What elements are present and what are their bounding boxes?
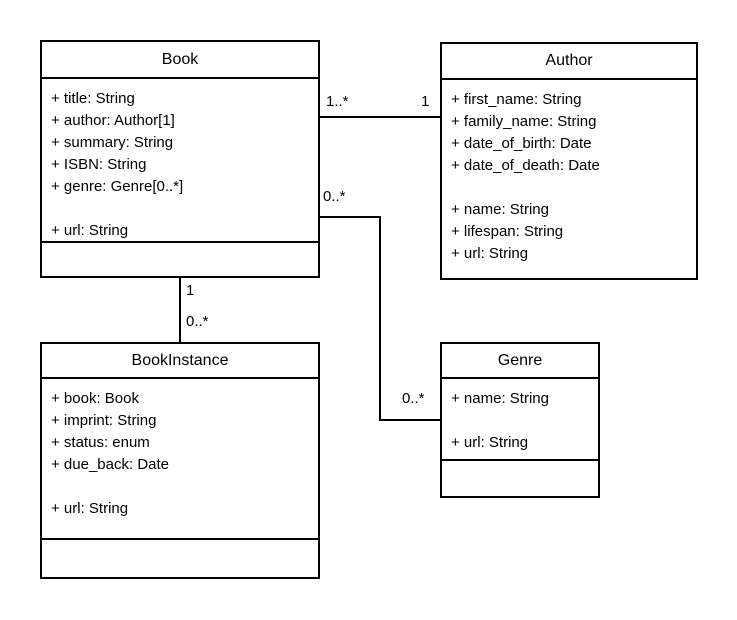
attribute-line: + url: String	[51, 500, 129, 517]
methods-compartment-bookinstance	[42, 538, 318, 577]
attributes-compartment-author: + first_name: String + family_name: Stri…	[442, 80, 696, 278]
association-line-book-author	[320, 116, 440, 118]
association-line-book-genre-segment-1	[318, 216, 381, 218]
attribute-line: + book: Book	[51, 390, 139, 407]
attribute-line: + status: enum	[51, 434, 150, 451]
class-title-genre: Genre	[442, 344, 598, 379]
attribute-line: + author: Author[1]	[51, 112, 175, 129]
association-line-book-genre-segment-3	[379, 419, 441, 421]
attribute-line-spacer	[51, 476, 312, 498]
attribute-line: + summary: String	[51, 134, 174, 151]
attribute-line: + date_of_death: Date	[451, 157, 600, 174]
multiplicity-book-genre-genre-end: 0..*	[402, 390, 425, 407]
attribute-line: + name: String	[451, 390, 549, 407]
class-box-book: Book + title: String + author: Author[1]…	[40, 40, 320, 278]
attribute-line: + ISBN: String	[51, 156, 147, 173]
methods-compartment-genre	[442, 459, 598, 496]
class-title-bookinstance: BookInstance	[42, 344, 318, 379]
class-box-bookinstance: BookInstance + book: Book + imprint: Str…	[40, 342, 320, 579]
attribute-line: + lifespan: String	[451, 223, 564, 240]
attribute-line: + due_back: Date	[51, 456, 170, 473]
attributes-compartment-book: + title: String + author: Author[1] + su…	[42, 79, 318, 241]
methods-compartment-book	[42, 241, 318, 276]
class-box-author: Author + first_name: String + family_nam…	[440, 42, 698, 280]
attribute-line: + title: String	[51, 90, 135, 107]
multiplicity-book-author-book-end: 1..*	[326, 93, 349, 110]
attributes-compartment-genre: + name: String + url: String	[442, 379, 598, 459]
attribute-line: + genre: Genre[0..*]	[51, 178, 184, 195]
association-line-book-genre-segment-2	[379, 216, 381, 421]
multiplicity-book-author-author-end: 1	[421, 93, 430, 110]
attribute-line: + family_name: String	[451, 113, 597, 130]
attribute-line: + url: String	[451, 245, 529, 262]
attributes-compartment-bookinstance: + book: Book + imprint: String + status:…	[42, 379, 318, 538]
multiplicity-book-genre-book-end: 0..*	[323, 188, 346, 205]
attribute-line: + url: String	[51, 222, 129, 239]
association-line-book-bookinstance	[179, 276, 181, 344]
multiplicity-book-bookinstance-book-end: 1	[186, 282, 195, 299]
attribute-line-spacer	[451, 410, 592, 432]
attribute-line: + url: String	[451, 434, 529, 451]
attribute-line: + first_name: String	[451, 91, 582, 108]
attribute-line: + name: String	[451, 201, 549, 218]
class-title-author: Author	[442, 44, 696, 80]
class-box-genre: Genre + name: String + url: String	[440, 342, 600, 498]
attribute-line-spacer	[451, 177, 690, 199]
attribute-line-spacer	[51, 198, 312, 220]
class-title-book: Book	[42, 42, 318, 79]
attribute-line: + imprint: String	[51, 412, 157, 429]
multiplicity-book-bookinstance-bookinstance-end: 0..*	[186, 313, 209, 330]
attribute-line: + date_of_birth: Date	[451, 135, 592, 152]
